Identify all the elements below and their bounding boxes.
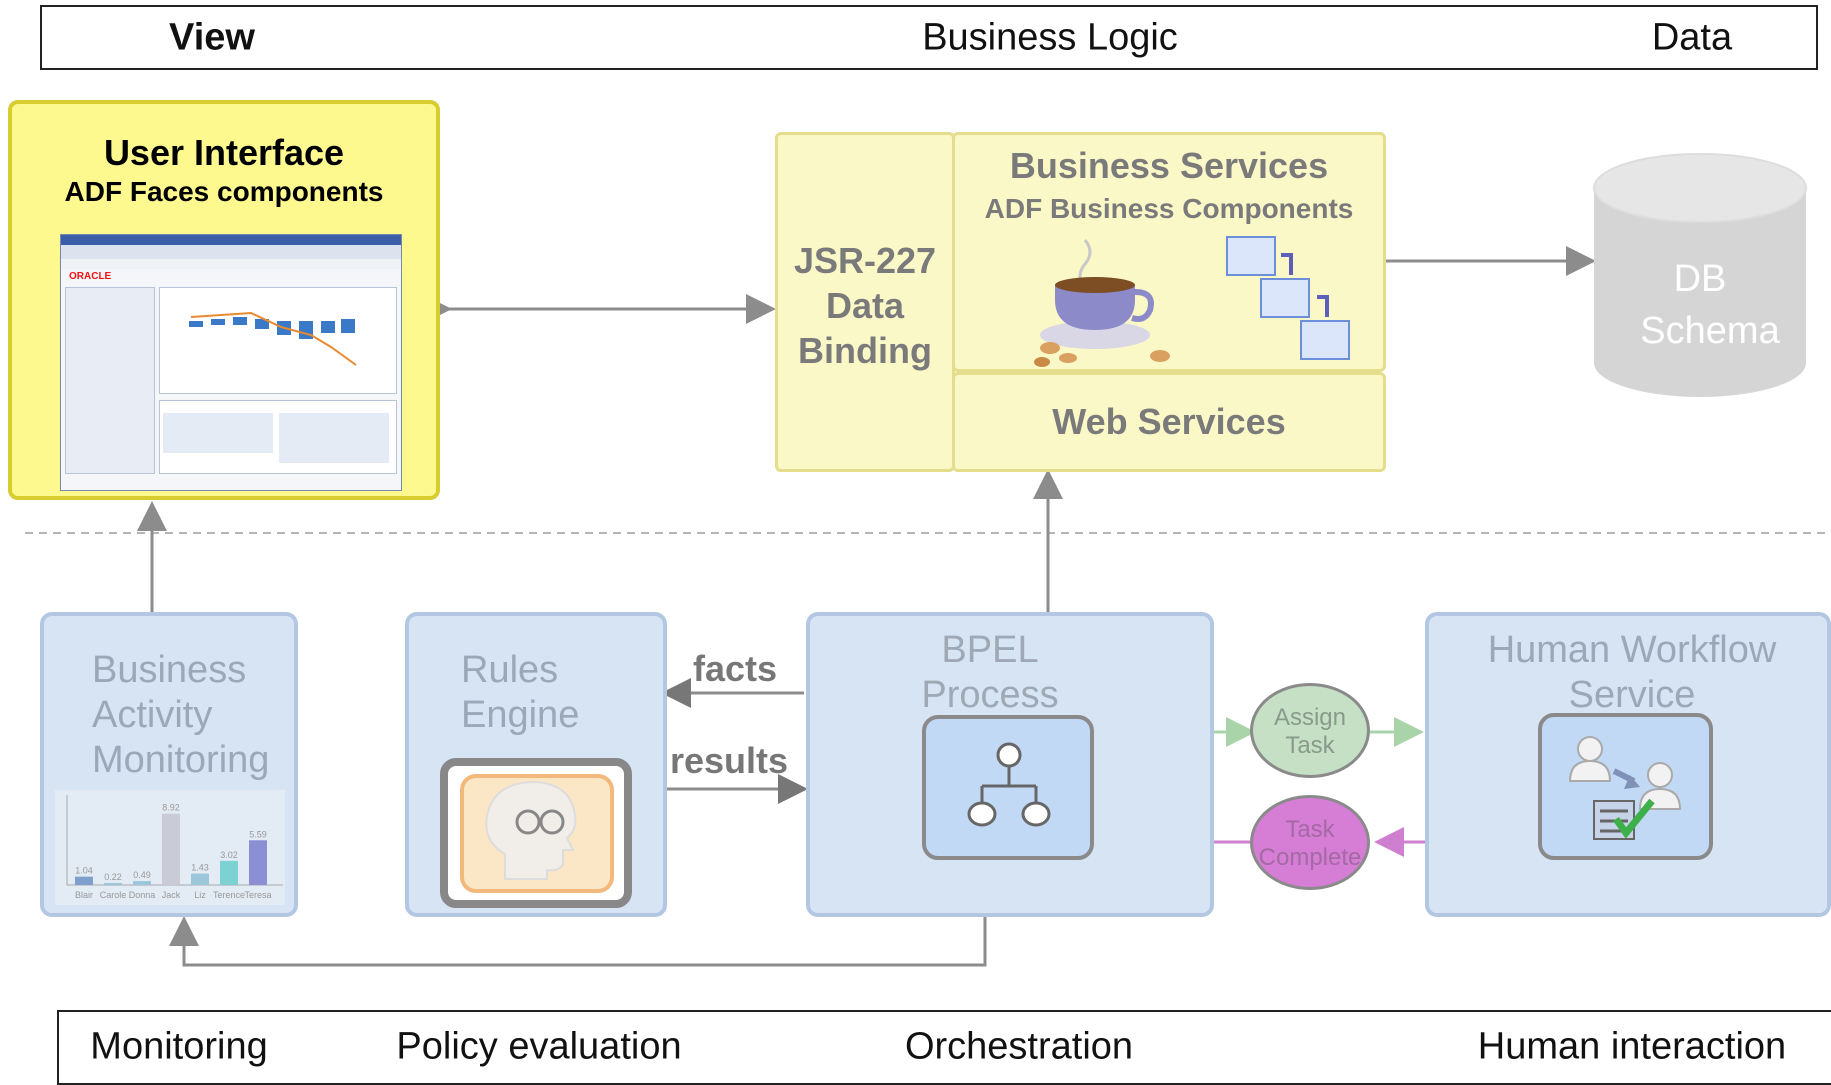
bam-bar [162, 813, 180, 885]
user-interface-box: User Interface ADF Faces components ORAC… [8, 100, 440, 500]
top-band: View Business Logic Data [40, 5, 1818, 70]
business-services-title: Business Services [1009, 145, 1329, 186]
oracle-logo: ORACLE [69, 271, 112, 282]
binding-line1: JSR-227 [793, 240, 937, 281]
hws-line2: Service [1568, 674, 1696, 716]
bam-bar-value: 5.59 [249, 829, 267, 839]
coffee-cup-icon [1034, 239, 1170, 367]
bam-bar-values: 1.04 0.22 0.49 8.92 1.43 3.02 5.59 [75, 803, 267, 882]
adf-screenshot-thumbnail: ORACLE [60, 234, 402, 491]
assign-line1: Assign [1273, 704, 1347, 731]
web-services-label: Web Services [1052, 401, 1286, 442]
bam-bar-chart: 1.04 0.22 0.49 8.92 1.43 3.02 5.59 Blair Carole… [55, 790, 285, 905]
bam-bar [220, 860, 238, 885]
bam-bar-value: 3.02 [220, 850, 238, 860]
hws-icon-box [1538, 713, 1713, 860]
bam-bars [75, 813, 267, 885]
bam-bar-name: Liz [194, 890, 206, 900]
bam-bar [249, 840, 267, 885]
rules-engine-head-icon [460, 774, 614, 893]
policy-evaluation-label: Policy evaluation [396, 1025, 682, 1068]
bam-bar-value: 8.92 [162, 803, 180, 813]
db-schema-cylinder [1593, 153, 1807, 397]
rules-engine-icon-frame [440, 758, 632, 908]
bpel-bam-loop [169, 916, 987, 967]
rules-line2: Engine [461, 694, 580, 736]
human-interaction-label: Human interaction [1477, 1025, 1787, 1068]
results-label: results [670, 740, 789, 781]
assign-task-oval: Assign Task [1250, 683, 1370, 778]
orchestration-label: Orchestration [904, 1025, 1134, 1068]
facts-label: facts [693, 648, 778, 689]
bottom-band: Monitoring Policy evaluation Orchestrati… [57, 1010, 1831, 1085]
assign-line2: Task [1285, 732, 1335, 759]
bam-bar-value: 1.04 [75, 866, 93, 876]
business-services-box: Business Services ADF Business Component… [952, 132, 1386, 372]
bam-bar-value: 0.22 [104, 872, 122, 882]
data-grid-icon [1226, 236, 1350, 360]
complete-line2: Complete [1258, 844, 1362, 871]
bam-bar-value: 0.49 [133, 870, 151, 880]
db-line2: Schema [1640, 310, 1780, 352]
monitoring-label: Monitoring [90, 1025, 268, 1068]
db-line1: DB [1673, 258, 1727, 300]
thumbnail-chart [189, 311, 357, 366]
business-logic-label: Business Logic [922, 16, 1178, 58]
binding-line2: Data [825, 285, 905, 326]
bam-bar-name: Terence [213, 890, 245, 900]
bam-bar [75, 876, 93, 885]
bam-bar [191, 873, 209, 885]
rules-line1: Rules [461, 649, 559, 691]
bam-bar-name: Teresa [244, 890, 271, 900]
data-binding-box: JSR-227 Data Binding [775, 132, 955, 472]
binding-line3: Binding [798, 330, 932, 371]
task-assignment-icon [1568, 736, 1682, 840]
bam-line1: Business [92, 649, 247, 691]
business-services-subtitle: ADF Business Components [984, 193, 1354, 224]
bam-line3: Monitoring [92, 739, 270, 781]
ui-subtitle: ADF Faces components [64, 176, 384, 207]
bam-bar-name: Blair [75, 890, 93, 900]
bam-bar-name: Jack [162, 890, 181, 900]
complete-line1: Task [1285, 816, 1335, 843]
bpel-line2: Process [921, 674, 1059, 716]
web-services-box: Web Services [952, 372, 1386, 472]
bam-bar-name: Carole [100, 890, 127, 900]
bam-line2: Activity [92, 694, 213, 736]
data-label: Data [1651, 16, 1733, 58]
bam-bar-name: Donna [129, 890, 156, 900]
bpel-line1: BPEL [941, 629, 1039, 671]
hws-line1: Human Workflow [1487, 629, 1777, 671]
view-label: View [169, 16, 255, 58]
process-hierarchy-icon [967, 742, 1051, 827]
bam-bar [104, 883, 122, 885]
bam-bar-value: 1.43 [191, 863, 209, 873]
ui-title: User Interface [103, 132, 345, 173]
task-complete-oval: Task Complete [1250, 795, 1370, 890]
bam-bar [133, 881, 151, 885]
bpel-icon-box [922, 715, 1094, 860]
